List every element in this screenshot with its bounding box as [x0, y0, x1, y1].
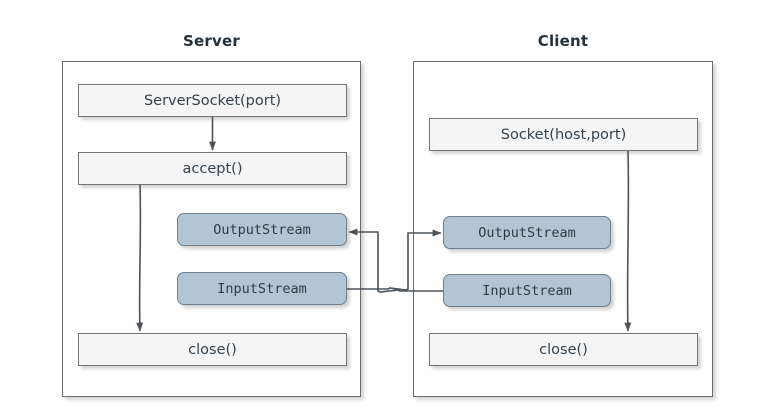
client-node-socket[interactable]: Socket(host,port)	[429, 118, 698, 151]
server-node-accept[interactable]: accept()	[78, 152, 347, 185]
server-node-server-socket[interactable]: ServerSocket(port)	[78, 84, 347, 117]
client-node-output-stream[interactable]: OutputStream	[443, 216, 611, 249]
server-node-close[interactable]: close()	[78, 333, 347, 366]
client-node-input-stream[interactable]: InputStream	[443, 274, 611, 307]
server-group-title: Server	[183, 32, 240, 50]
server-node-output-stream[interactable]: OutputStream	[177, 213, 347, 246]
server-node-input-stream[interactable]: InputStream	[177, 272, 347, 305]
client-node-close[interactable]: close()	[429, 333, 698, 366]
client-group-title: Client	[537, 32, 589, 50]
